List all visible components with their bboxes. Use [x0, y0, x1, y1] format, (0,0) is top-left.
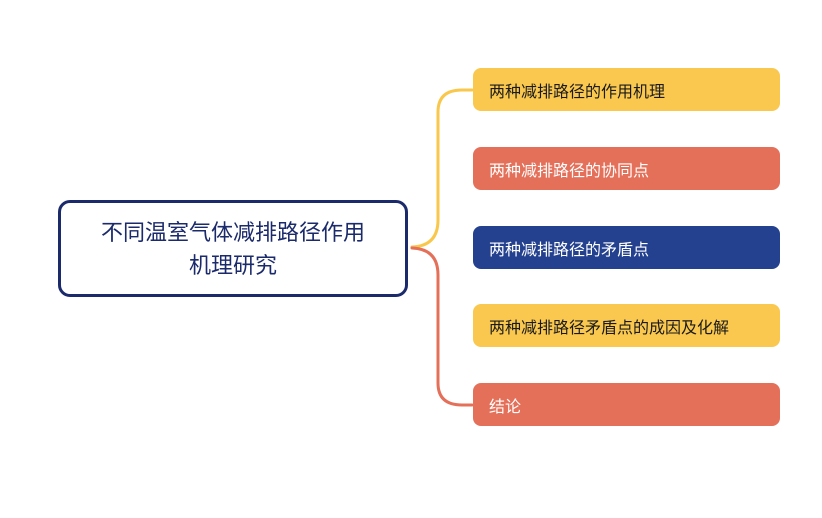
branch-label: 两种减排路径的矛盾点 [489, 241, 650, 259]
branch-label: 两种减排路径的作用机理 [489, 83, 666, 101]
branch-node-contradiction[interactable]: 两种减排路径的矛盾点 [473, 226, 780, 269]
branch-node-mechanism[interactable]: 两种减排路径的作用机理 [473, 68, 780, 111]
connector-upper-brace [410, 88, 474, 249]
root-topic-node[interactable]: 不同温室气体减排路径作用机理研究 [58, 200, 408, 297]
branch-label: 结论 [489, 398, 522, 416]
branch-node-causes-resolution[interactable]: 两种减排路径矛盾点的成因及化解 [473, 304, 780, 347]
branch-label: 两种减排路径矛盾点的成因及化解 [489, 319, 730, 337]
branch-node-conclusion[interactable]: 结论 [473, 383, 780, 426]
root-topic-label: 不同温室气体减排路径作用机理研究 [100, 219, 365, 278]
branch-label: 两种减排路径的协同点 [489, 162, 650, 180]
connector-lower-brace [410, 246, 474, 407]
branch-node-synergy[interactable]: 两种减排路径的协同点 [473, 147, 780, 190]
